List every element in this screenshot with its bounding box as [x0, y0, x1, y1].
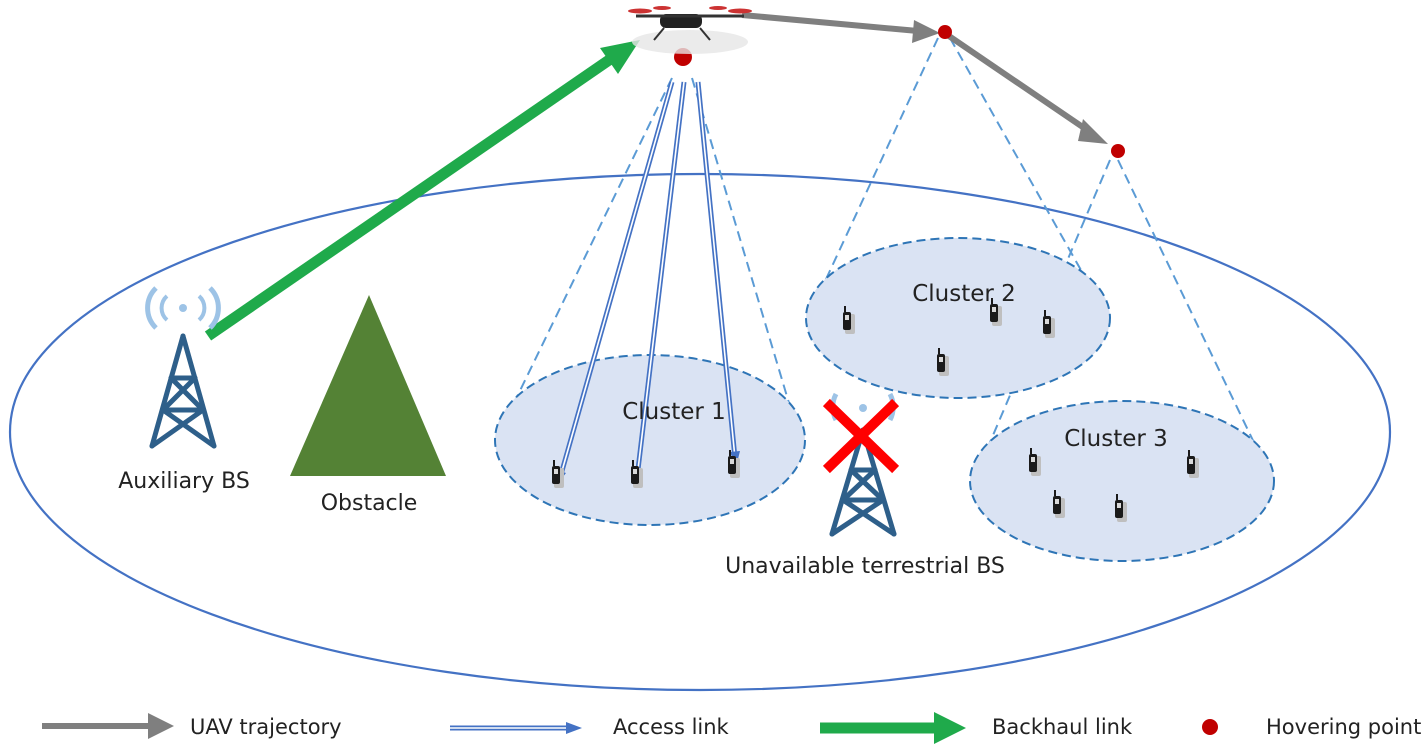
auxiliary-bs-tower-icon	[145, 286, 221, 449]
cluster-2-label: Cluster 2	[912, 281, 1016, 307]
obstacle-label: Obstacle	[321, 491, 418, 516]
legend-uav-trajectory: UAV trajectory	[42, 713, 342, 739]
coverage-area	[8, 172, 1392, 692]
mobile-phone-icon	[990, 298, 1002, 326]
auxiliary-bs-label: Auxiliary BS	[118, 469, 250, 494]
unavailable-bs-tower-icon	[829, 392, 897, 537]
drone-icon	[628, 6, 752, 54]
cluster-3-label: Cluster 3	[1064, 426, 1168, 452]
mobile-phone-icon	[1115, 494, 1127, 522]
backhaul-link	[204, 40, 640, 341]
legend-access-link-label: Access link	[613, 715, 730, 739]
trajectory-arrowhead	[1078, 119, 1108, 144]
uav-trajectory	[741, 12, 1108, 144]
legend-hovering-point-label: Hovering point	[1266, 715, 1421, 739]
legend: UAV trajectory Access link Backhaul link…	[42, 712, 1421, 744]
legend-uav-trajectory-label: UAV trajectory	[190, 715, 342, 739]
beam-cones	[495, 37, 1273, 481]
mobile-phone-icon	[728, 450, 740, 478]
mobile-phone-icon	[1053, 490, 1065, 518]
mobile-phone-icon	[937, 348, 949, 376]
hovering-point	[938, 25, 952, 39]
mobile-phone-icon	[552, 460, 564, 488]
user-devices	[552, 298, 1199, 522]
mobile-phone-icon	[1187, 450, 1199, 478]
obstacle-shape	[290, 295, 446, 476]
mobile-phone-icon	[631, 460, 643, 488]
unavailable-bs-label: Unavailable terrestrial BS	[725, 554, 1005, 579]
hovering-point	[1111, 144, 1125, 158]
red-x-icon	[822, 398, 900, 474]
mobile-phone-icon	[1029, 448, 1041, 476]
legend-backhaul-link-label: Backhaul link	[992, 715, 1133, 739]
trajectory-arrowhead	[912, 20, 940, 43]
cluster-1-label: Cluster 1	[622, 399, 726, 425]
cluster-2-area	[805, 237, 1111, 399]
legend-access-link: Access link	[450, 715, 730, 739]
hovering-points	[674, 25, 1125, 158]
legend-hovering-point: Hovering point	[1202, 715, 1421, 739]
mobile-phone-icon	[843, 306, 855, 334]
legend-backhaul-link: Backhaul link	[820, 712, 1133, 744]
cluster-3-area	[969, 400, 1275, 562]
mobile-phone-icon	[1043, 310, 1055, 338]
